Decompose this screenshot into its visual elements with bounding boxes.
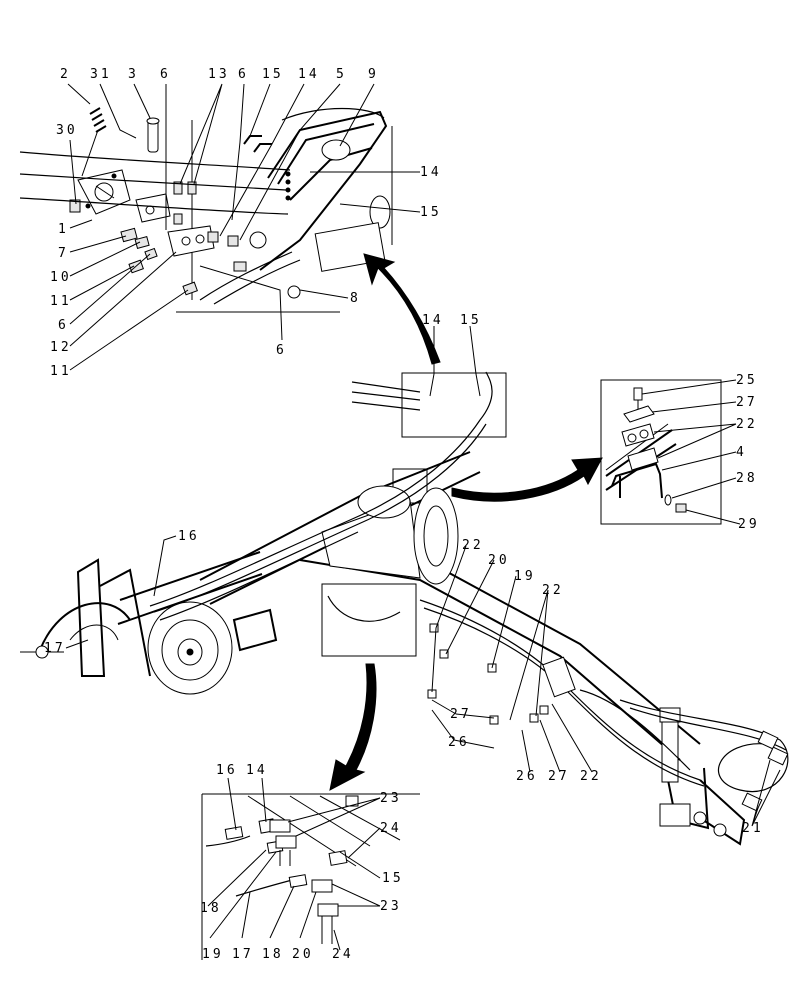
callout-11: 11	[50, 294, 72, 309]
callout-28: 28	[736, 471, 758, 486]
callout-21: 21	[742, 821, 764, 836]
callout-24: 24	[332, 947, 354, 962]
callout-3: 3	[128, 67, 139, 82]
callout-16: 16	[178, 529, 200, 544]
callout-22: 22	[580, 769, 602, 784]
callout-14: 14	[298, 67, 320, 82]
callout-8: 8	[350, 291, 361, 306]
leader-lines	[65, 83, 781, 951]
callout-6: 6	[276, 343, 287, 358]
callout-29: 29	[738, 517, 760, 532]
callout-15: 15	[460, 313, 482, 328]
callout-18: 18	[200, 901, 222, 916]
bottom-detail-view	[201, 793, 420, 960]
callout-5: 5	[336, 67, 347, 82]
callout-14: 14	[246, 763, 268, 778]
callout-11: 11	[50, 364, 72, 379]
callout-20: 20	[488, 553, 510, 568]
callout-12: 12	[50, 340, 72, 355]
callout-25: 25	[736, 373, 758, 388]
callout-14: 14	[422, 313, 444, 328]
arrow-to-bottom-detail	[329, 663, 377, 791]
callout-22: 22	[736, 417, 758, 432]
callout-6: 6	[238, 67, 249, 82]
callout-20: 20	[292, 947, 314, 962]
callout-23: 23	[380, 899, 402, 914]
callout-17: 17	[44, 641, 66, 656]
callout-6: 6	[160, 67, 171, 82]
main-frame-view	[20, 253, 789, 846]
callout-22: 22	[542, 583, 564, 598]
callout-9: 9	[368, 67, 379, 82]
right-detail-view	[600, 379, 722, 525]
callout-2: 2	[60, 67, 71, 82]
callout-23: 23	[380, 791, 402, 806]
callout-13: 13	[208, 67, 230, 82]
callout-22: 22	[462, 538, 484, 553]
callout-15: 15	[262, 67, 284, 82]
callout-18: 18	[262, 947, 284, 962]
callout-24: 24	[380, 821, 402, 836]
callout-27: 27	[736, 395, 758, 410]
arrow-to-right-detail	[451, 457, 603, 502]
callout-31: 31	[90, 67, 112, 82]
callout-17: 17	[232, 947, 254, 962]
callout-27: 27	[548, 769, 570, 784]
callout-6: 6	[58, 318, 69, 333]
callout-30: 30	[56, 123, 78, 138]
callout-numbers: 2 31 3 6 13 6 15 14 5 9 30 14 15 1 7 10 …	[44, 67, 764, 962]
callout-7: 7	[58, 246, 69, 261]
top-detail-view	[19, 107, 393, 313]
callout-19: 19	[514, 569, 536, 584]
callout-15: 15	[420, 205, 442, 220]
callout-27: 27	[450, 707, 472, 722]
callout-1: 1	[58, 222, 69, 237]
callout-10: 10	[50, 270, 72, 285]
callout-15: 15	[382, 871, 404, 886]
callout-16: 16	[216, 763, 238, 778]
callout-26: 26	[516, 769, 538, 784]
callout-26: 26	[448, 735, 470, 750]
callout-4: 4	[736, 445, 747, 460]
arrow-to-top-detail	[363, 253, 441, 365]
callout-14: 14	[420, 165, 442, 180]
callout-19: 19	[202, 947, 224, 962]
